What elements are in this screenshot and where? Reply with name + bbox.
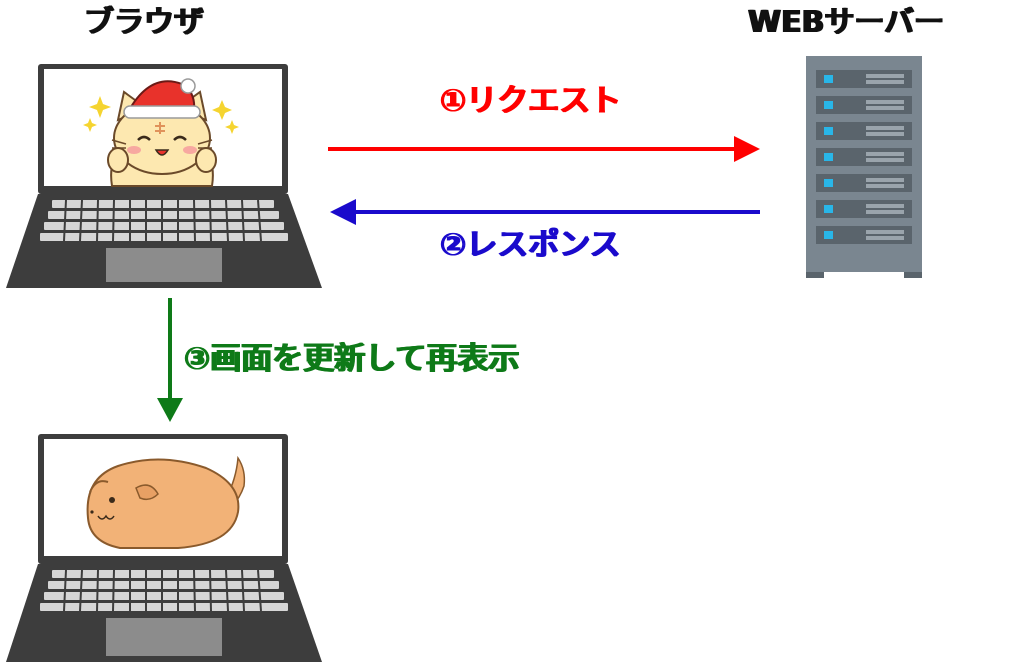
refresh-arrow: [157, 298, 183, 422]
refresh-label: ③画面を更新して再表示: [184, 341, 520, 377]
response-label: ②レスポンス: [440, 227, 621, 263]
response-arrow: [330, 199, 760, 225]
server-vents: [866, 74, 904, 240]
laptop-before: [6, 64, 322, 288]
laptop-after: [6, 434, 322, 662]
hamster-icon: [86, 455, 246, 549]
request-label: ①リクエスト: [440, 83, 622, 119]
server-title: WEBサーバー: [748, 5, 945, 40]
server-leds: [824, 75, 833, 239]
server-foot-right: [904, 272, 922, 278]
laptop-before-trackpad: [106, 248, 222, 282]
browser-title: ブラウザ: [84, 5, 204, 40]
request-arrow: [328, 136, 760, 162]
laptop-after-keyboard: [40, 570, 288, 611]
laptop-before-key-gaps: [63, 199, 262, 242]
laptop-after-trackpad: [106, 618, 222, 656]
server-foot-left: [806, 272, 824, 278]
santa-cat-icon: [83, 78, 239, 187]
server-rack-icon: [806, 56, 922, 278]
laptop-after-key-gaps: [63, 569, 262, 612]
